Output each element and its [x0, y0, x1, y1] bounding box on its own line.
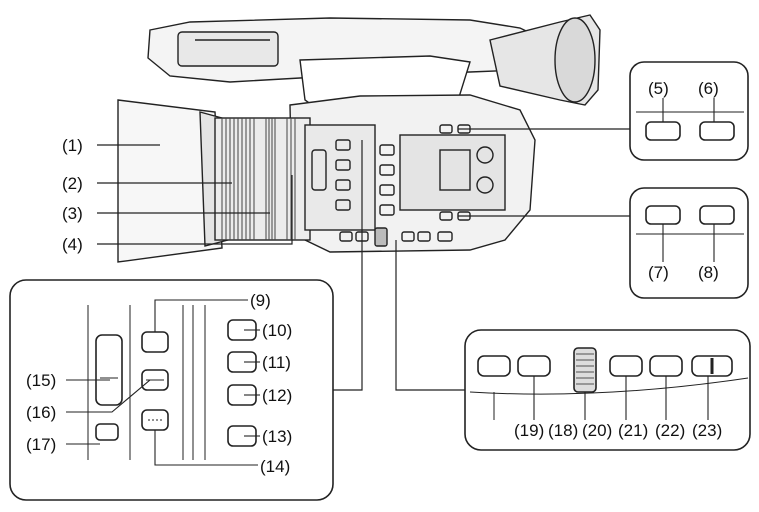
audio-dial-2: [476, 176, 494, 194]
camcorder-illustration: [117, 14, 601, 263]
label-5: (5): [648, 79, 669, 98]
label-9: (9): [250, 291, 271, 310]
button-8: [699, 205, 735, 225]
leader-panel-bottom: [395, 240, 466, 391]
bottom-row-button-21: [401, 231, 415, 242]
label-19: (19): [514, 421, 545, 440]
rear-button-4: [379, 204, 395, 216]
lens-barrel: [214, 117, 311, 241]
handle-accessory-shoe: [177, 31, 279, 67]
button-16: [141, 369, 169, 391]
leader-lines: [97, 128, 632, 391]
bottom-row-switch: [437, 231, 453, 242]
audio-panel: [399, 134, 506, 211]
side-button-a: [335, 139, 351, 151]
label-23: (23): [692, 421, 723, 440]
side-panel: [304, 124, 376, 231]
slider-15: [95, 334, 123, 406]
label-12: (12): [262, 386, 293, 405]
zoom-ring: [265, 118, 276, 240]
label-18: (18): [548, 421, 579, 440]
leader-14: [154, 430, 258, 466]
label-15: (15): [26, 371, 57, 390]
audio-switches: [439, 149, 471, 191]
label-17: (17): [26, 435, 57, 454]
leader-9: [154, 299, 248, 332]
leader-16: [66, 379, 151, 413]
label-3: (3): [62, 204, 83, 223]
focus-ring: [221, 118, 255, 240]
leader-4: [97, 175, 293, 245]
label-1: (1): [62, 136, 83, 155]
label-2: (2): [62, 174, 83, 193]
label-7: (7): [648, 263, 669, 282]
label-13: (13): [262, 427, 293, 446]
label-4: (4): [62, 235, 83, 254]
button-17: [95, 423, 119, 441]
label-11: (11): [262, 353, 291, 372]
side-button-d: [335, 199, 351, 211]
top-button-5: [439, 124, 453, 134]
label-20: (20): [582, 421, 613, 440]
callout-panel-7-8: [629, 187, 749, 299]
wheel-20: [573, 347, 597, 393]
button-6: [699, 121, 735, 141]
eyecup: [554, 17, 596, 103]
rear-button-2: [379, 164, 395, 176]
label-22: (22): [655, 421, 686, 440]
switch-23: [691, 355, 733, 377]
callout-panel-18-23: [464, 329, 751, 451]
button-bottom-a: [477, 355, 511, 377]
callout-panel-9-17: [9, 279, 334, 501]
bottom-row-wheel: [374, 227, 388, 247]
label-6: (6): [698, 79, 719, 98]
side-slider: [311, 149, 327, 191]
label-16: (16): [26, 403, 57, 422]
callout-panel-5-6: [629, 61, 749, 161]
panel-leaders: [66, 98, 715, 466]
iris-ring: [286, 118, 296, 240]
leader-panel-left: [333, 140, 363, 391]
label-14: (14): [260, 457, 291, 476]
bottom-row-button-19: [339, 231, 353, 242]
audio-dial-1: [476, 146, 494, 164]
side-button-b: [335, 159, 351, 171]
bottom-button-7: [439, 211, 453, 221]
side-button-c: [335, 179, 351, 191]
bottom-row-button-22: [417, 231, 431, 242]
label-21: (21): [618, 421, 649, 440]
rear-button-1: [379, 144, 395, 156]
rear-button-3: [379, 184, 395, 196]
label-10: (10): [262, 321, 293, 340]
lens-hood: [117, 99, 223, 263]
label-8: (8): [698, 263, 719, 282]
